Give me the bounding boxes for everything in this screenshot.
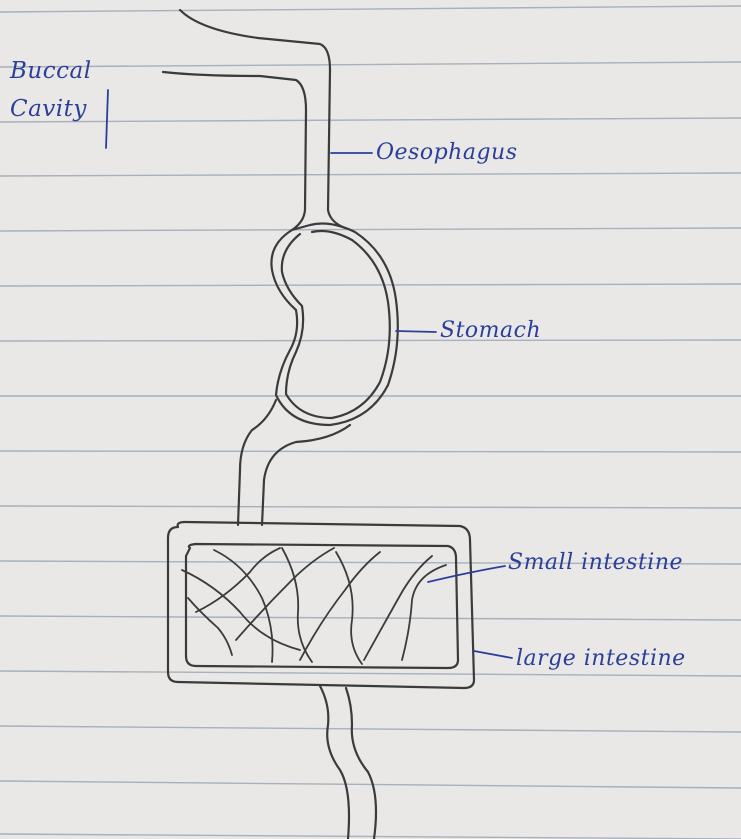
oesophagus-inner-wall xyxy=(163,72,306,230)
rectum-left-wall xyxy=(320,686,349,839)
label-large-intestine: large intestine xyxy=(516,646,686,671)
duodenum-right-wall xyxy=(262,425,350,525)
stomach-outline xyxy=(271,224,397,425)
digestive-tract-drawing xyxy=(163,10,474,839)
large-intestine-pointer-line xyxy=(474,651,512,658)
label-small-intestine: Small intestine xyxy=(508,550,683,575)
oesophagus-outer-wall xyxy=(180,10,345,228)
rectum-right-wall xyxy=(346,688,376,839)
label-oesophagus: Oesophagus xyxy=(376,140,518,165)
small-intestine-coils xyxy=(182,548,446,664)
label-stomach: Stomach xyxy=(440,318,541,343)
ruled-lines xyxy=(0,6,741,839)
label-buccal-cavity: Buccal Cavity xyxy=(10,52,130,128)
stomach-pointer-line xyxy=(396,331,436,332)
